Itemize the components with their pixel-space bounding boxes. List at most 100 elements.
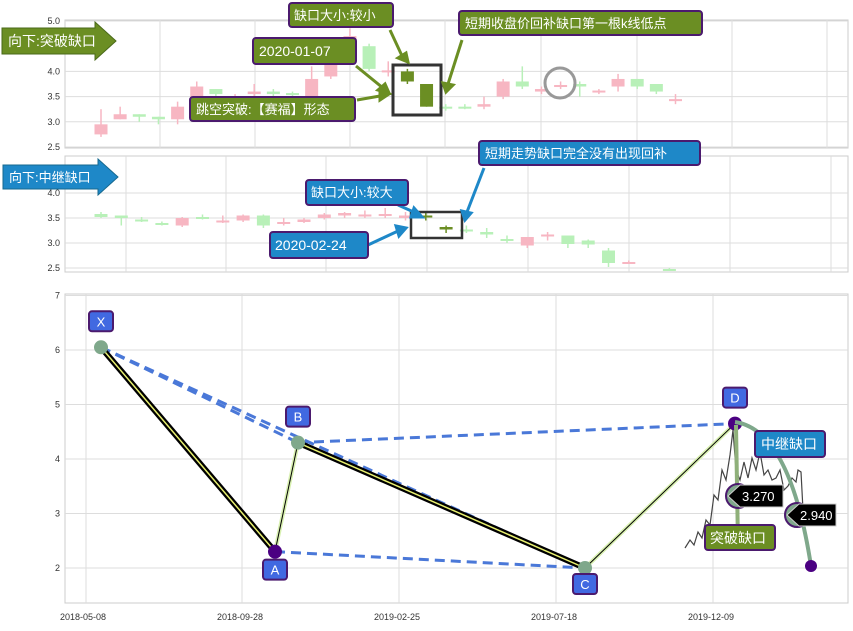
- middle-panel-candles: [94, 208, 676, 271]
- candle: [496, 78, 510, 100]
- candle: [277, 218, 291, 226]
- candle: [256, 214, 270, 228]
- gap-size-small-label: 缺口大小:较小: [288, 2, 394, 28]
- projection-arc: [734, 420, 813, 567]
- svg-text:缺口大小:较大: 缺口大小:较大: [311, 185, 393, 200]
- candle: [500, 235, 514, 243]
- candle: [155, 221, 169, 226]
- candle: [196, 214, 209, 220]
- gap-date-label-2020-02-24: 2020-02-24: [269, 231, 369, 259]
- dashed-connector: [100, 345, 586, 570]
- svg-text:跳空突破:【赛福】形态: 跳空突破:【赛福】形态: [196, 102, 330, 117]
- candle: [477, 96, 491, 110]
- price-tag-3270: 3.270: [725, 483, 784, 509]
- candle: [236, 214, 250, 222]
- dashed-connector: [297, 422, 736, 445]
- candle: [520, 237, 534, 248]
- svg-text:中继缺口: 中继缺口: [761, 436, 817, 452]
- svg-text:2.940: 2.940: [800, 508, 833, 523]
- gap-candle: [420, 84, 434, 107]
- svg-text:2020-01-07: 2020-01-07: [259, 43, 331, 59]
- candle: [458, 104, 472, 110]
- xabcd-pattern: X A B C D: [88, 310, 748, 595]
- candle: [561, 235, 575, 248]
- pattern-leg: [273, 442, 300, 553]
- candle: [541, 232, 555, 241]
- y-tick-label: 2: [55, 563, 60, 573]
- pattern-point-b: [291, 435, 305, 450]
- middle-panel-grid: 4.03.53.02.5: [47, 155, 849, 273]
- gap-candle: [419, 213, 433, 221]
- candle: [132, 114, 146, 122]
- dashed-connector: [274, 550, 586, 570]
- svg-text:短期收盘价回补缺口第一根k线低点: 短期收盘价回补缺口第一根k线低点: [465, 16, 667, 31]
- candle: [399, 212, 412, 221]
- candle: [94, 212, 108, 218]
- candle: [439, 104, 453, 111]
- y-tick-label: 3.5: [47, 92, 60, 102]
- middle-panel-frame: [64, 155, 849, 273]
- candle: [573, 81, 587, 97]
- pattern-point-x: [94, 340, 108, 355]
- annotation-arrows-middle: [367, 167, 486, 247]
- y-tick-label: 5: [55, 400, 60, 410]
- x-tick-label: 2019-02-25: [374, 612, 420, 622]
- dashed-connector: [100, 345, 299, 445]
- candle: [175, 217, 189, 227]
- svg-text:A: A: [271, 563, 280, 578]
- candle: [135, 217, 149, 222]
- pattern-leg-strong: [98, 345, 278, 554]
- breakout-gap-arrow-label: 向下:突破缺口: [1, 20, 117, 62]
- bottom-panel-frame: [64, 293, 849, 604]
- candle: [622, 260, 636, 264]
- point-label-a: A: [262, 558, 288, 581]
- gap-highlight-box-2: [409, 210, 464, 240]
- y-tick-label: 3.0: [47, 238, 60, 248]
- svg-text:B: B: [294, 410, 303, 425]
- projection-end-point: [805, 560, 817, 572]
- y-tick-label: 5.0: [47, 16, 60, 26]
- gap-candle: [400, 68, 414, 84]
- candle: [94, 109, 108, 137]
- x-tick-label: 2019-12-09: [688, 612, 734, 622]
- candle: [297, 218, 311, 223]
- x-tick-label: 2018-09-28: [217, 612, 263, 622]
- candle: [378, 208, 392, 218]
- svg-text:X: X: [97, 314, 106, 329]
- pattern-leg-strong: [296, 439, 587, 571]
- candle: [305, 66, 319, 100]
- y-tick-label: 2.5: [47, 263, 60, 273]
- svg-text:2020-02-24: 2020-02-24: [275, 237, 347, 253]
- point-label-c: C: [572, 573, 598, 595]
- point-label-d: D: [722, 386, 748, 409]
- candle: [581, 239, 595, 248]
- gap-date-label-2020-01-07: 2020-01-07: [252, 37, 357, 65]
- pattern-point-c: [578, 561, 592, 575]
- point-label-b: B: [285, 405, 311, 428]
- svg-text:D: D: [730, 391, 739, 406]
- candle: [114, 215, 128, 226]
- candle: [317, 213, 331, 220]
- candle: [358, 210, 372, 218]
- relay-gap-arrow-label: 向下:中继缺口: [2, 157, 119, 197]
- gap-size-large-label: 缺口大小:较大: [305, 179, 409, 206]
- gap-fill-circle: [543, 66, 577, 100]
- candle: [554, 81, 568, 90]
- candle: [602, 248, 615, 267]
- y-tick-label: 2.5: [47, 142, 60, 152]
- breakout-gap-label: 突破缺口: [704, 524, 776, 551]
- y-tick-label: 7: [55, 291, 60, 301]
- candle: [534, 86, 548, 95]
- svg-text:3.270: 3.270: [742, 489, 775, 504]
- pattern-label: 跳空突破:【赛福】形态: [189, 96, 356, 122]
- candle: [171, 101, 185, 125]
- relay-gap-arrow-text: 向下:中继缺口: [9, 170, 91, 185]
- top-panel-candles: [94, 28, 682, 137]
- pattern-leg: [583, 422, 737, 570]
- candle: [216, 215, 230, 223]
- pattern-point-a: [268, 544, 282, 559]
- candle: [286, 91, 299, 97]
- candle: [459, 225, 473, 233]
- no-fill-note-label: 短期走势缺口完全没有出现回补: [478, 140, 701, 166]
- relay-gap-label: 中继缺口: [754, 430, 826, 458]
